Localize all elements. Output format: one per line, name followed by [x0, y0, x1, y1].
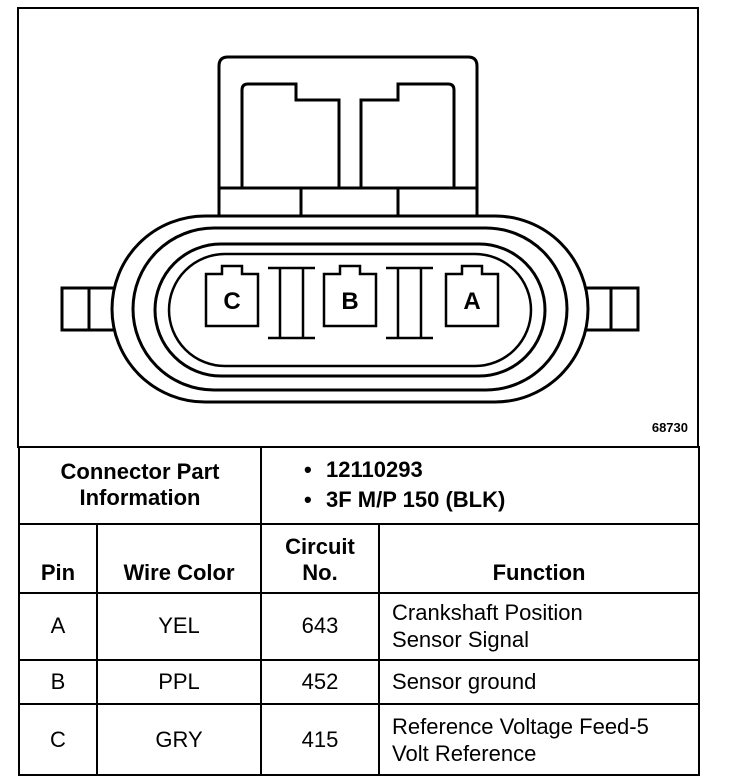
- cpi-item: •3F M/P 150 (BLK): [304, 487, 506, 513]
- col-header-wire-color: Wire Color: [95, 522, 263, 594]
- circuit-header-line1: Circuit: [285, 533, 355, 559]
- circuit-cell: 415: [260, 703, 381, 776]
- col-header-circuit: Circuit No.: [260, 522, 381, 594]
- connector-info-row: Connector Part Information •12110293 •3F…: [17, 446, 701, 525]
- wire-color-cell: GRY: [95, 703, 263, 776]
- cpi-item-text: 3F M/P 150 (BLK): [326, 487, 506, 513]
- pin-cell: B: [18, 658, 98, 706]
- table-row: B PPL 452 Sensor ground: [18, 658, 701, 706]
- pin-cavity-a: A: [444, 264, 500, 328]
- connector-part-info-label: Connector Part Information: [17, 446, 263, 525]
- cavity-separators: [268, 266, 433, 340]
- pin-label-b: B: [341, 288, 358, 315]
- pin-label-c: C: [223, 288, 240, 315]
- circuit-cell: 452: [260, 658, 381, 706]
- function-line1: Sensor ground: [392, 669, 537, 695]
- function-cell: Reference Voltage Feed-5 Volt Reference: [378, 703, 701, 776]
- function-line2: Sensor Signal: [392, 627, 529, 653]
- pin-cell: A: [18, 591, 98, 661]
- function-line1: Crankshaft Position: [392, 600, 583, 626]
- cpi-label-line1: Connector Part: [60, 459, 220, 485]
- figure-border: [17, 7, 699, 448]
- cpi-item-text: 12110293: [326, 457, 423, 483]
- table-row: C GRY 415 Reference Voltage Feed-5 Volt …: [18, 703, 701, 776]
- wire-color-cell: YEL: [95, 591, 263, 661]
- header-row: Pin Wire Color Circuit No. Function: [18, 522, 701, 594]
- connector-part-info-list: •12110293 •3F M/P 150 (BLK): [260, 446, 701, 525]
- cpi-label-line2: Information: [79, 485, 201, 511]
- function-line2: Volt Reference: [392, 740, 537, 766]
- right-ear: [584, 286, 640, 332]
- figure-number: 68730: [651, 420, 688, 435]
- wire-color-cell: PPL: [95, 658, 263, 706]
- function-line1: Reference Voltage Feed-5: [392, 713, 649, 739]
- col-header-function: Function: [378, 522, 701, 594]
- pin-cavity-c: C: [204, 264, 260, 328]
- circuit-header-line2: No.: [302, 559, 338, 585]
- function-cell: Crankshaft Position Sensor Signal: [378, 591, 701, 661]
- pinout-table: Connector Part Information •12110293 •3F…: [17, 446, 701, 776]
- pin-cavity-b: B: [322, 264, 378, 328]
- col-header-pin: Pin: [18, 522, 98, 594]
- locking-tab: [217, 55, 479, 216]
- connector-diagram: C B A: [17, 7, 699, 448]
- function-cell: Sensor ground: [378, 658, 701, 706]
- table-row: A YEL 643 Crankshaft Position Sensor Sig…: [18, 591, 701, 661]
- left-ear: [60, 286, 116, 332]
- cpi-item: •12110293: [304, 457, 423, 483]
- circuit-cell: 643: [260, 591, 381, 661]
- pin-label-a: A: [463, 288, 480, 315]
- pin-cell: C: [18, 703, 98, 776]
